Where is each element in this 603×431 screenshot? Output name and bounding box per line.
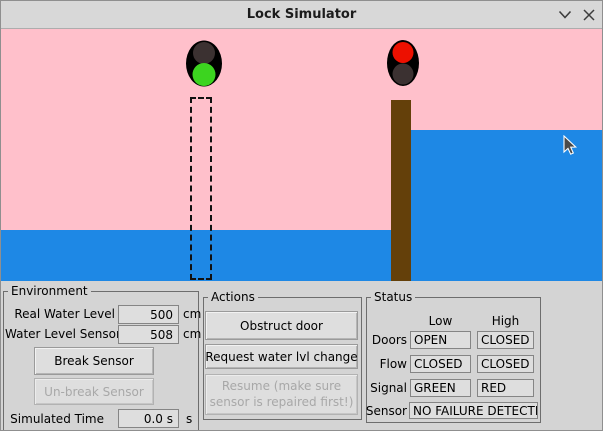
minimize-button[interactable] — [556, 7, 574, 23]
status-signal-high-field: RED — [477, 379, 534, 397]
close-button[interactable] — [580, 7, 598, 23]
obstruct-door-button[interactable]: Obstruct door — [205, 311, 358, 340]
close-icon — [583, 9, 595, 21]
real-water-level-unit: cm — [183, 307, 202, 321]
water-level-sensor-unit: cm — [183, 327, 202, 341]
simulated-time-field: 0.0 s — [118, 409, 179, 428]
status-doors-label: Doors — [371, 333, 407, 347]
signal-red-lamp-on — [392, 42, 414, 63]
signal-red-lamp-off — [193, 42, 215, 64]
request-water-level-change-button[interactable]: Request water lvl change — [205, 344, 358, 369]
status-flow-high-field: CLOSED — [477, 355, 534, 373]
simulated-time-unit: s — [186, 412, 193, 426]
status-flow-low-field: CLOSED — [410, 355, 471, 373]
low-signal-light — [186, 40, 222, 87]
water-level-sensor-field: 508 — [118, 325, 179, 344]
control-panel: Environment Real Water Level 500 cm Wate… — [1, 281, 602, 430]
real-water-level-label: Real Water Level — [14, 307, 115, 321]
title-bar[interactable]: Lock Simulator — [1, 1, 602, 29]
left-chamber-water — [1, 230, 391, 281]
status-group-title: Status — [371, 290, 416, 304]
signal-green-lamp-off — [392, 63, 414, 85]
right-chamber-water — [411, 130, 602, 281]
low-door-open-outline — [190, 97, 212, 280]
status-doors-high-field: CLOSED — [477, 331, 534, 349]
simulated-time-label: Simulated Time — [10, 412, 104, 426]
unbreak-sensor-button[interactable]: Un-break Sensor — [34, 378, 154, 405]
actions-group-title: Actions — [208, 290, 258, 304]
high-signal-light — [387, 40, 419, 86]
resume-button[interactable]: Resume (make sure sensor is repaired fir… — [205, 374, 358, 415]
environment-group-title: Environment — [8, 284, 91, 298]
chevron-down-icon — [558, 10, 572, 19]
real-water-level-field: 500 — [118, 305, 179, 324]
lock-canvas — [1, 29, 602, 281]
break-sensor-button[interactable]: Break Sensor — [34, 347, 154, 375]
window-title: Lock Simulator — [246, 7, 357, 22]
status-signal-low-field: GREEN — [410, 379, 471, 397]
mouse-cursor-icon — [563, 135, 578, 155]
status-flow-label: Flow — [379, 357, 407, 371]
status-col-high-header: High — [491, 314, 520, 328]
status-sensor-label: Sensor — [365, 404, 407, 418]
status-doors-low-field: OPEN — [410, 331, 471, 349]
status-signal-label: Signal — [370, 381, 407, 395]
signal-green-lamp-on — [192, 63, 216, 86]
high-door-closed — [391, 100, 411, 281]
water-level-sensor-label: Water Level Sensor — [5, 327, 121, 341]
status-col-low-header: Low — [428, 314, 453, 328]
status-sensor-field: NO FAILURE DETECTED — [409, 402, 538, 419]
